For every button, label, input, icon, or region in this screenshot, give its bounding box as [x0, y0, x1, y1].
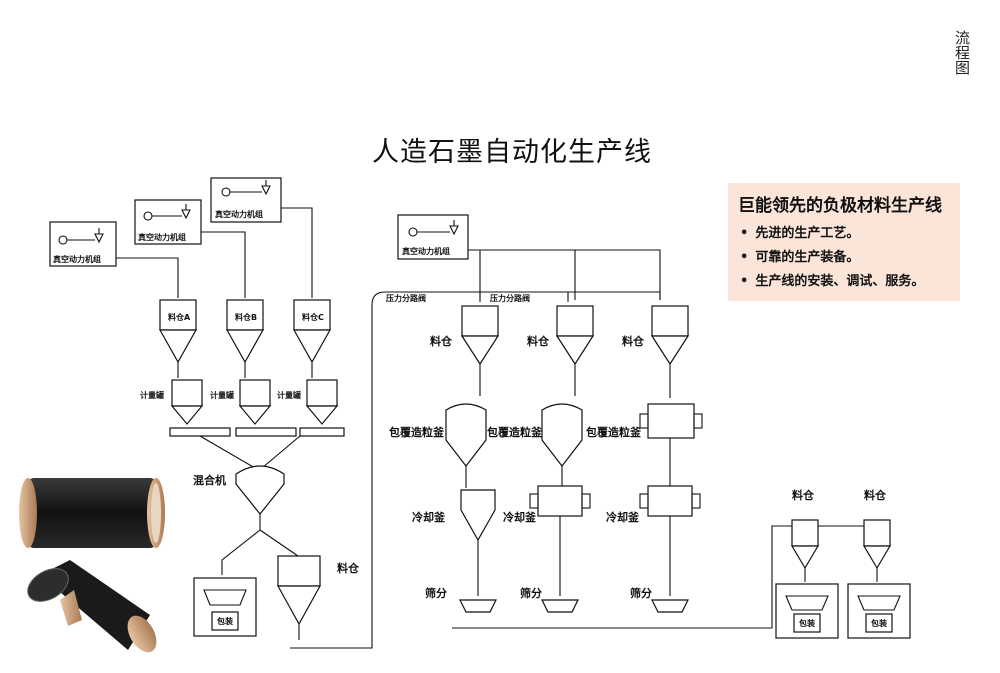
metering-tanks: 计量罐 计量罐 计量罐	[140, 379, 339, 425]
pressure-valve-label: 压力分路阀	[490, 293, 530, 303]
metering-tank-label: 计量罐	[277, 390, 301, 400]
vacuum-unit-label: 真空动力机组	[53, 254, 101, 264]
screener-3: 筛分	[630, 586, 689, 613]
bin-label: 料仓	[527, 334, 550, 348]
pack-label: 包装	[216, 616, 233, 626]
screening-label: 筛分	[425, 586, 447, 600]
feature-item: 生产线的安装、调试、服务。	[740, 270, 960, 294]
pack-label: 包装	[798, 618, 815, 628]
cooling-kettle-label: 冷却釜	[503, 510, 537, 524]
metering-tank-label: 计量罐	[210, 390, 234, 400]
cooling-kettle-label: 冷却釜	[412, 510, 446, 524]
vacuum-unit-label: 真空动力机组	[215, 209, 263, 219]
feature-list: 先进的生产工艺。 可靠的生产装备。 生产线的安装、调试、服务。	[728, 222, 960, 294]
final-bin-2: 料仓	[862, 488, 892, 582]
graphite-roll-image-2	[27, 560, 157, 653]
bin-label: 料仓	[430, 334, 453, 348]
bin-a: 料仓A	[158, 299, 198, 378]
bin-label: 料仓	[864, 488, 887, 502]
feed-bin-1: 料仓	[430, 305, 500, 396]
feature-item: 可靠的生产装备。	[740, 246, 960, 270]
cooling-kettle-label: 冷却釜	[606, 510, 640, 524]
pack-label: 包装	[870, 618, 887, 628]
screening-label: 筛分	[520, 586, 542, 600]
vacuum-unit-3: 真空动力机组	[210, 177, 282, 223]
feature-item: 先进的生产工艺。	[740, 222, 960, 246]
coating-kettle-label: 包覆造粒釜	[486, 425, 543, 439]
packing-station-3: 包装	[847, 583, 911, 639]
screening-label: 筛分	[630, 586, 652, 600]
product-bin-1: 料仓	[276, 555, 360, 640]
bin-label: 料仓	[337, 561, 360, 575]
mixer-label: 混合机	[193, 473, 226, 487]
coating-kettle-1: 包覆造粒釜	[388, 403, 487, 488]
coating-kettle-label: 包覆造粒釜	[585, 425, 642, 439]
feature-panel: 巨能领先的负极材料生产线 先进的生产工艺。 可靠的生产装备。 生产线的安装、调试…	[728, 183, 960, 301]
mixer: 混合机	[193, 465, 285, 530]
packing-station-1: 包装	[193, 577, 257, 637]
bin-label: 料仓	[792, 488, 815, 502]
bin-c: 料仓C	[292, 299, 332, 378]
panel-heading: 巨能领先的负极材料生产线	[738, 196, 942, 216]
packing-station-2: 包装	[775, 583, 839, 639]
coating-kettle-2: 包覆造粒釜	[486, 403, 583, 488]
bin-label: 料仓	[622, 334, 645, 348]
cooling-kettle-1: 冷却釜	[412, 489, 496, 596]
vacuum-unit-1: 真空动力机组	[49, 221, 117, 267]
vacuum-unit-4: 真空动力机组	[397, 214, 469, 260]
coating-kettle-label: 包覆造粒釜	[388, 425, 445, 439]
screener-2: 筛分	[520, 586, 579, 613]
bin-c-label: 料仓C	[302, 312, 324, 322]
graphite-roll-image-1	[19, 478, 165, 548]
bin-a-label: 料仓A	[168, 312, 191, 322]
pressure-valve-label: 压力分路阀	[386, 293, 426, 303]
flowchart-side-label: 流程图	[953, 30, 971, 75]
bin-b: 料仓B	[225, 299, 265, 378]
screener-1: 筛分	[425, 586, 497, 613]
bin-b-label: 料仓B	[235, 312, 257, 322]
feed-bin-3: 料仓	[622, 305, 690, 398]
coating-kettle-3: 包覆造粒釜	[585, 403, 703, 486]
vacuum-unit-label: 真空动力机组	[402, 246, 450, 256]
cooling-kettle-3: 冷却釜	[606, 485, 701, 596]
vacuum-unit-2: 真空动力机组	[134, 199, 202, 245]
metering-tank-label: 计量罐	[140, 390, 164, 400]
final-bin-1: 料仓	[790, 488, 820, 582]
cooling-kettle-2: 冷却釜	[503, 485, 591, 596]
page-title: 人造石墨自动化生产线	[372, 137, 652, 168]
vacuum-unit-label: 真空动力机组	[138, 232, 186, 242]
feed-bin-2: 料仓	[527, 305, 595, 396]
